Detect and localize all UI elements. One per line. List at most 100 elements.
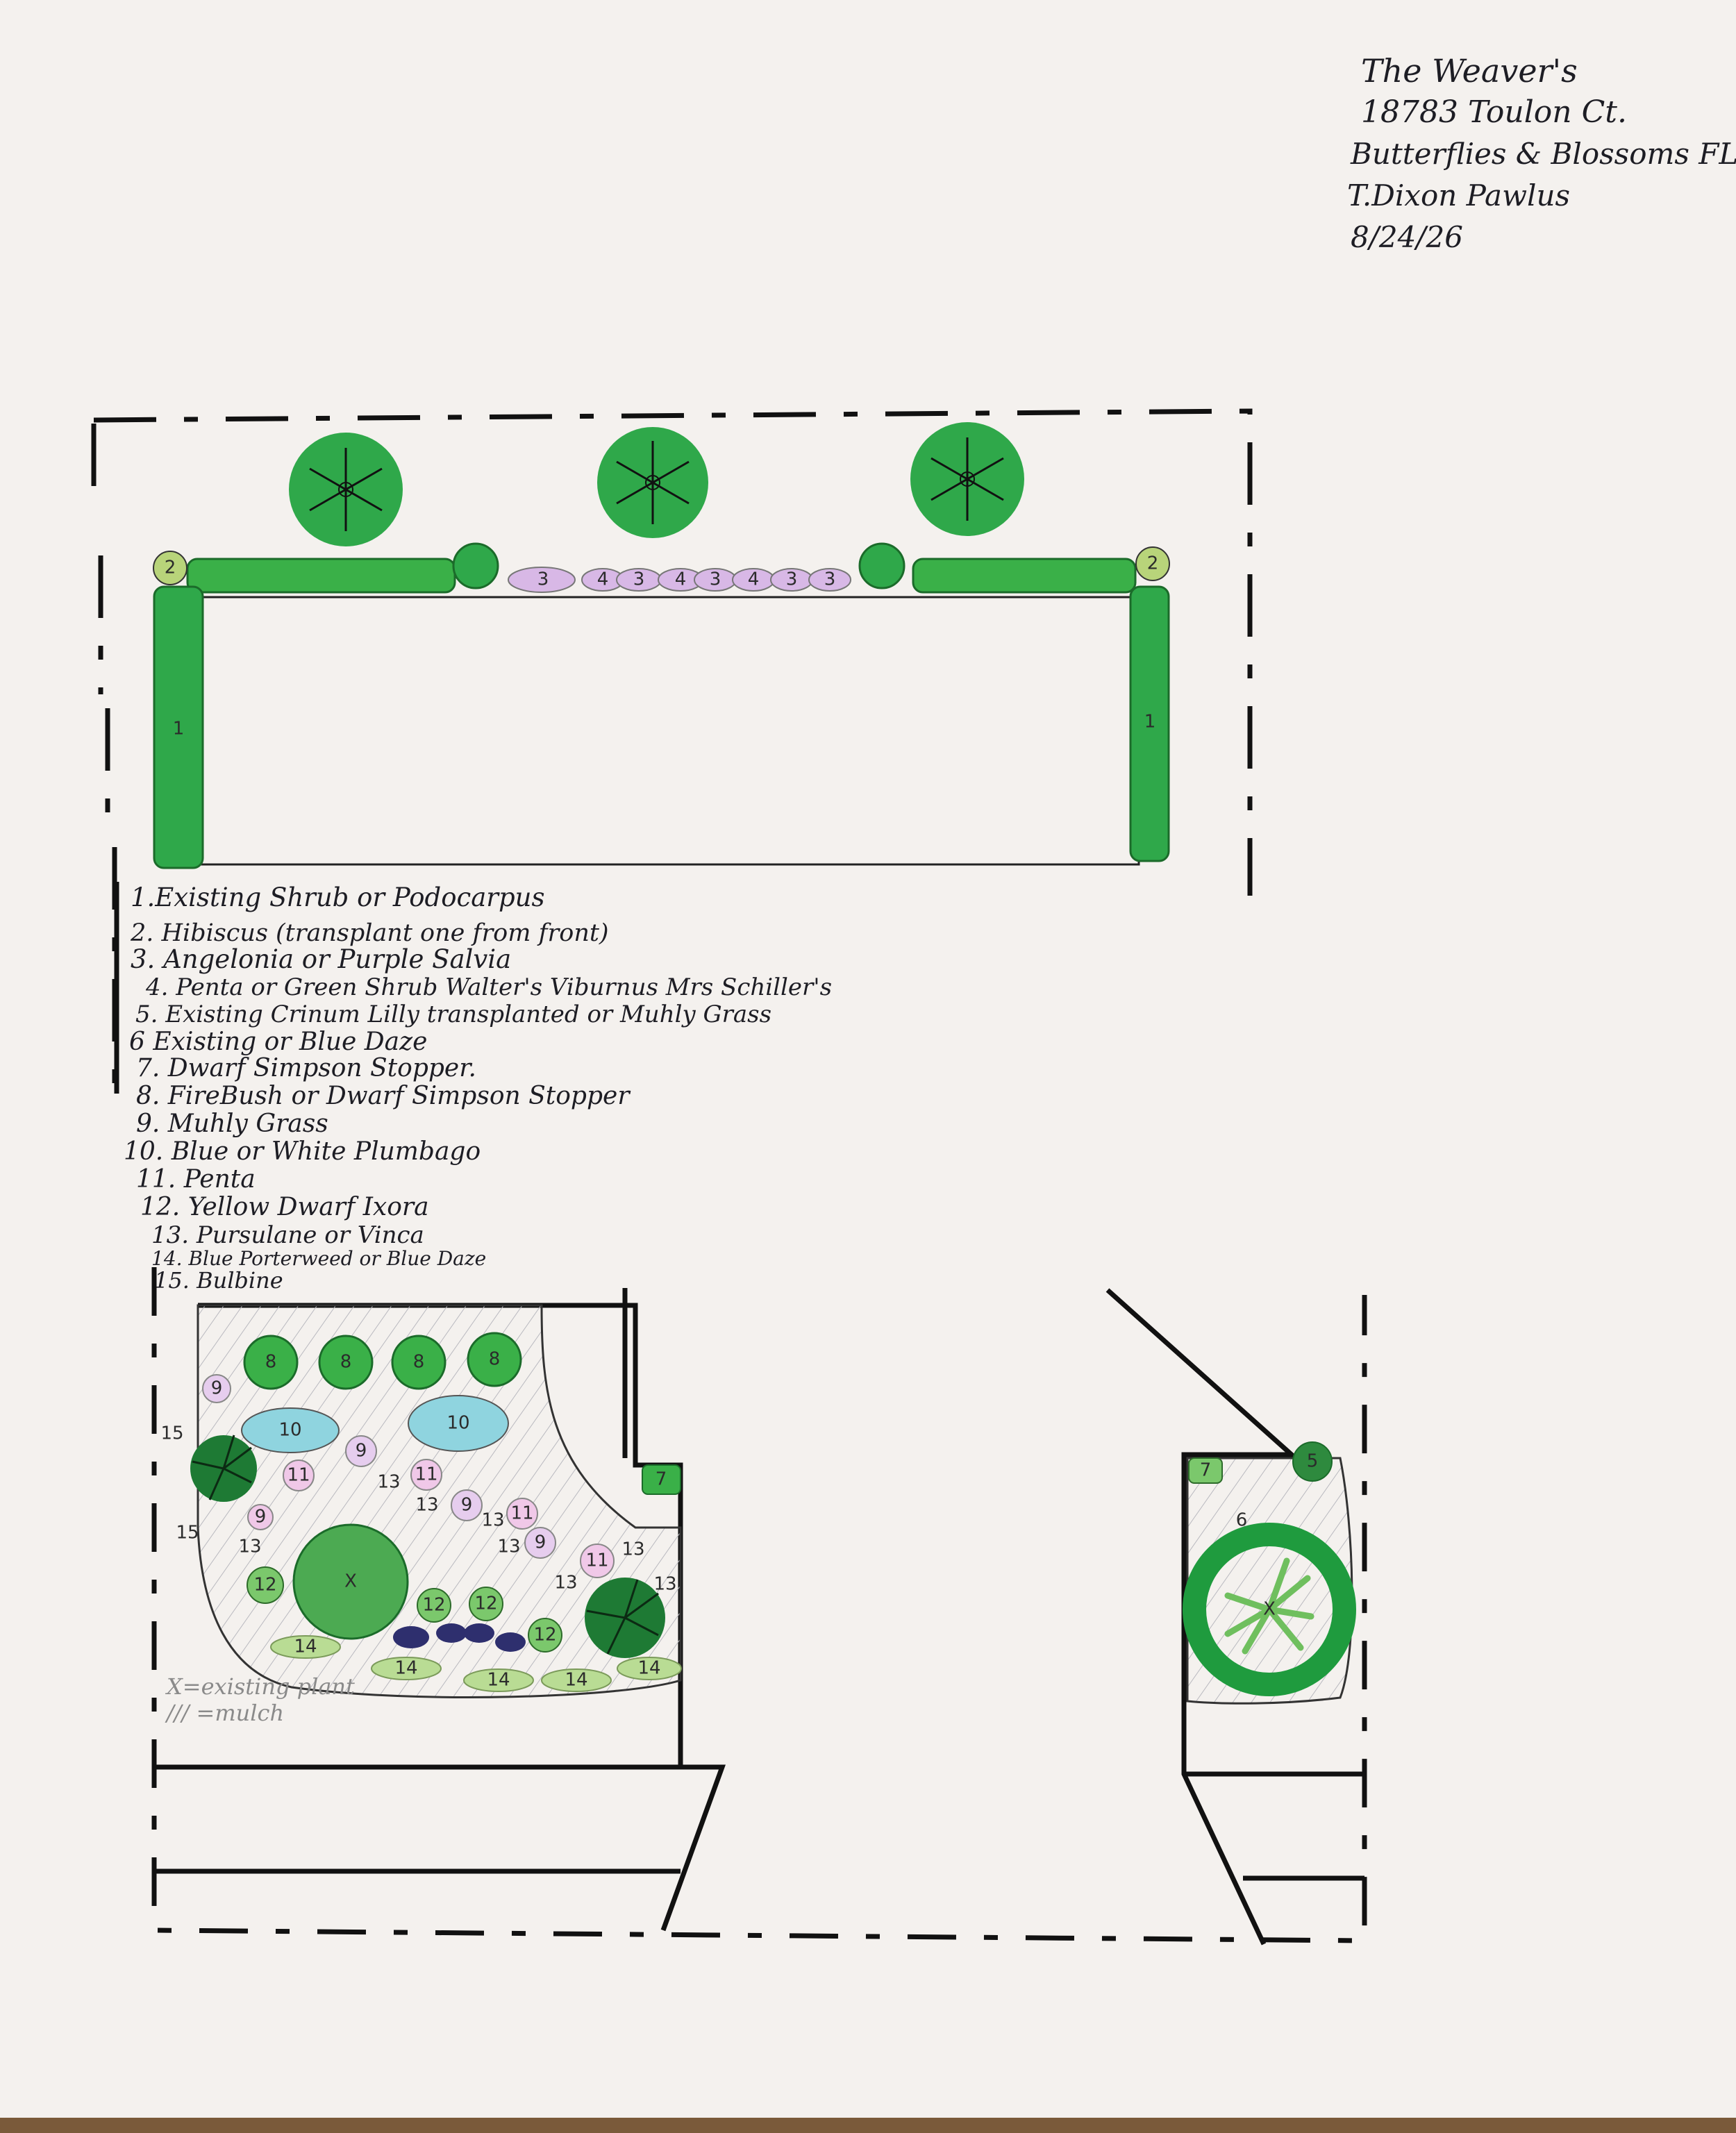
bulbine-label-1: 15 <box>160 1423 183 1444</box>
tree-middle <box>597 427 708 538</box>
porterweed-label-1: 14 <box>294 1637 317 1657</box>
shrub-flank-left <box>452 542 499 589</box>
hedge-left-label: 1 <box>173 719 185 739</box>
note-existing: X=existing plant <box>165 1673 355 1700</box>
legend-item-7: 7. Dwarf Simpson Stopper. <box>136 1054 476 1082</box>
porterweed-row: 14 14 14 14 14 <box>270 1635 682 1692</box>
porterweed-label-2: 14 <box>394 1658 417 1679</box>
shrub-flank-right <box>858 542 905 589</box>
stopper-right-label: 7 <box>1200 1460 1212 1481</box>
ixora-group: 12 12 12 12 <box>247 1566 562 1653</box>
flower-label-3e: 3 <box>824 569 836 590</box>
legend-item-11: 11. Penta <box>136 1165 256 1194</box>
palm-right <box>585 1578 665 1658</box>
porterweed-label-4: 14 <box>565 1670 587 1691</box>
legend-item-10: 10. Blue or White Plumbago <box>124 1137 481 1166</box>
flower-label-3c: 3 <box>710 569 721 590</box>
muhly-right <box>1292 1441 1333 1482</box>
plumbago-left <box>241 1407 340 1453</box>
firebush-label-3: 8 <box>413 1352 425 1373</box>
legend-item-9: 9. Muhly Grass <box>136 1110 328 1138</box>
legend-item-13: 13. Pursulane or Vinca <box>151 1221 424 1249</box>
muhly-label-3: 9 <box>535 1532 546 1553</box>
muhly-label-4: 9 <box>461 1495 473 1516</box>
purslane-label-5: 13 <box>554 1573 577 1594</box>
purslane-label-6: 13 <box>621 1539 644 1560</box>
title-company: Butterflies & Blossoms FL <box>1350 137 1736 171</box>
firebush-label-4: 8 <box>489 1349 501 1370</box>
bottom-plan: 8 8 8 8 10 10 X 9 9 9 <box>151 1267 1367 1946</box>
crinum-center-label: X <box>1263 1599 1276 1620</box>
plumbago-right-label: 10 <box>446 1413 469 1434</box>
crinum-center: X <box>1224 1557 1314 1655</box>
purslane-group: 13 13 13 13 13 13 13 13 <box>238 1472 676 1595</box>
purslane-label-8: 13 <box>238 1537 261 1557</box>
purslane-label-7: 13 <box>653 1574 676 1595</box>
legend-item-12: 12. Yellow Dwarf Ixora <box>140 1193 429 1221</box>
palm-left <box>190 1434 257 1502</box>
hedge-top-left <box>186 558 456 594</box>
plumbago-left-label: 10 <box>278 1420 301 1441</box>
purslane-label-2: 13 <box>415 1495 438 1516</box>
firebush-label-2: 8 <box>340 1352 352 1373</box>
tree-left <box>289 433 403 546</box>
legend-item-1: 1.Existing Shrub or Podocarpus <box>131 883 544 912</box>
house-wall-right <box>1105 1288 1299 1946</box>
firebush-label-1: 8 <box>265 1352 277 1373</box>
title-block: The Weaver's 18783 Toulon Ct. Butterflie… <box>1347 52 1736 254</box>
blue-daze-row <box>393 1623 526 1652</box>
front-bed-flowers: 3 4 3 4 3 4 3 3 <box>508 567 851 593</box>
purslane-label-3: 13 <box>481 1510 504 1531</box>
legend-item-2: 2. Hibiscus (transplant one from front) <box>130 919 609 947</box>
penta-label-3: 11 <box>510 1503 533 1524</box>
purslane-label-4: 13 <box>497 1537 520 1557</box>
hedge-top-right <box>912 558 1137 594</box>
stopper-right <box>1188 1457 1223 1484</box>
hibiscus-left-label: 2 <box>165 558 176 578</box>
penta-label-4: 11 <box>585 1550 608 1571</box>
legend-item-4: 4. Penta or Green Shrub Walter's Viburnu… <box>145 973 832 1001</box>
muhly-label-1: 9 <box>211 1378 223 1399</box>
legend-item-3: 3. Angelonia or Purple Salvia <box>131 944 511 974</box>
flower-label-3b: 3 <box>633 569 645 590</box>
purslane-label-1: 13 <box>377 1472 400 1493</box>
ixora-label-4: 12 <box>533 1625 556 1646</box>
house-outline-top <box>193 596 1140 866</box>
hibiscus-right <box>1135 546 1170 581</box>
hedge-right-label: 1 <box>1144 712 1156 733</box>
hedge-left-side <box>153 585 204 869</box>
legend-item-8: 8. FireBush or Dwarf Simpson Stopper <box>136 1082 631 1110</box>
penta-label-1: 11 <box>287 1465 310 1486</box>
note-mulch: /// =mulch <box>165 1700 284 1726</box>
legend-item-5: 5. Existing Crinum Lilly transplanted or… <box>135 1001 771 1028</box>
muhly-and-penta: 9 9 9 9 11 11 11 11 9 <box>202 1374 615 1578</box>
tree-right <box>910 422 1024 536</box>
hibiscus-left <box>153 551 187 585</box>
flower-label-3d: 3 <box>786 569 798 590</box>
legend-item-14: 14. Blue Porterweed or Blue Daze <box>151 1247 486 1270</box>
title-designer: T.Dixon Pawlus <box>1347 178 1570 212</box>
ixora-label-3: 12 <box>474 1594 497 1614</box>
ixora-label-1: 12 <box>253 1575 276 1596</box>
hibiscus-right-label: 2 <box>1147 553 1159 574</box>
porterweed-label-5: 14 <box>637 1658 660 1679</box>
porterweed-label-3: 14 <box>487 1670 510 1691</box>
stopper-wall <box>642 1464 681 1495</box>
blue-daze-ring <box>1183 1523 1356 1696</box>
legend-item-15: 15. Bulbine <box>154 1267 283 1294</box>
right-bed-mulch <box>1186 1457 1353 1705</box>
penta-label-2: 11 <box>415 1464 437 1485</box>
top-plan: 1 1 2 2 3 4 3 4 3 4 3 3 <box>91 408 1253 1083</box>
step-lines-right <box>1184 1771 1364 1881</box>
flower-label-4a: 4 <box>597 569 609 590</box>
legend-item-6: 6 Existing or Blue Daze <box>129 1028 427 1056</box>
hedge-right-side <box>1129 585 1170 862</box>
existing-shrub-label: X <box>344 1571 357 1592</box>
plumbago-right <box>408 1395 509 1452</box>
muhly-label-2: 9 <box>356 1441 367 1462</box>
ixora-label-2: 12 <box>422 1595 445 1616</box>
firebush-row: 8 8 8 8 <box>243 1332 522 1390</box>
flower-label-4c: 4 <box>748 569 760 590</box>
property-line-top <box>91 408 1253 1083</box>
